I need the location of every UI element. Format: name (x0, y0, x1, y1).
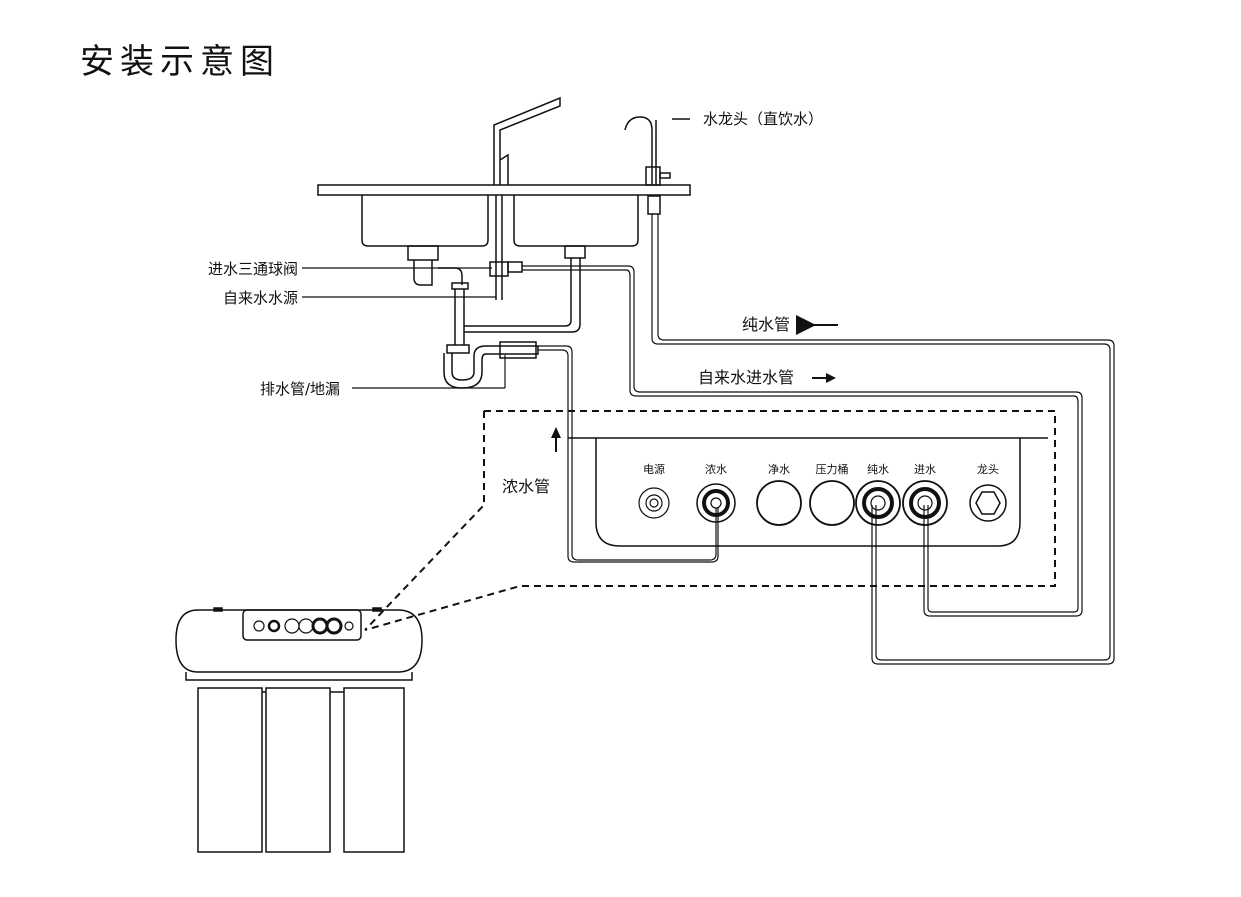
inlet-port-icon (902, 480, 948, 526)
waste-port-icon (696, 483, 736, 523)
direct-drink-faucet-icon (624, 116, 690, 215)
faucet-direct-label: 水龙头（直饮水） (703, 110, 823, 128)
inlet-valve-label: 进水三通球阀 (208, 260, 298, 278)
tap-water-inlet-pipe (522, 265, 1083, 617)
zoom-outline (364, 410, 1056, 631)
port-panel (568, 437, 1048, 547)
drain-label: 排水管/地漏 (260, 380, 340, 398)
port-label-inlet: 进水 (914, 463, 936, 476)
pure-water-pipe (651, 214, 1115, 665)
countertop (317, 184, 691, 247)
pure-pipe-label: 纯水管 (742, 315, 790, 334)
inlet-flow-arrow-icon (812, 373, 836, 383)
clean-port-icon (756, 480, 802, 526)
tap-source-label: 自来水水源 (223, 289, 298, 307)
port-label-power: 电源 (643, 462, 665, 476)
drain-plumbing (407, 195, 586, 389)
pure-port-icon (855, 480, 901, 526)
waste-water-pipe (538, 345, 719, 563)
tank-port-icon (809, 480, 855, 526)
faucet-port-icon (969, 484, 1007, 522)
purifier-unit (175, 607, 423, 853)
port-label-waste: 浓水 (705, 463, 727, 476)
waste-pipe-label: 浓水管 (502, 477, 550, 496)
purifier-ports (253, 617, 354, 635)
port-connectors (638, 480, 1007, 526)
tap-in-pipe-label: 自来水进水管 (698, 368, 794, 387)
port-label-faucet: 龙头 (977, 463, 999, 476)
port-label-clean: 净水 (768, 462, 790, 476)
power-port-icon (638, 487, 670, 519)
port-label-pure: 纯水 (867, 463, 889, 476)
waste-flow-arrow-icon (551, 427, 561, 452)
port-label-tank: 压力桶 (816, 462, 849, 476)
port-labels: 电源 浓水 净水 压力桶 纯水 进水 龙头 (643, 462, 999, 476)
leader-lines (302, 267, 506, 389)
kitchen-faucet-icon (493, 96, 561, 185)
page-title: 安装示意图 (80, 42, 280, 82)
